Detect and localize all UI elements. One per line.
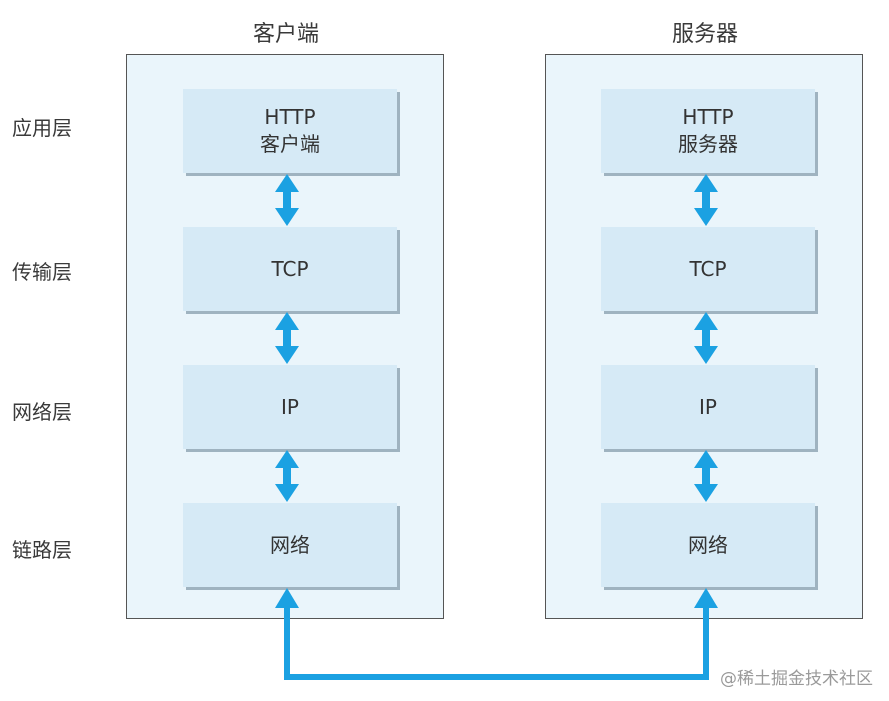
layer-label-link: 链路层 <box>12 538 72 562</box>
link-connection-arrowhead-server <box>694 588 718 608</box>
server-arrow-ip-link <box>694 450 718 502</box>
layer-label-transport: 传输层 <box>12 260 72 284</box>
server-http-label: HTTP <box>682 105 734 129</box>
layer-label-network: 网络层 <box>12 400 72 424</box>
link-connection-arrowhead-client <box>275 588 299 608</box>
server-ip-box: IP <box>601 365 815 449</box>
client-tcp-label: TCP <box>271 256 309 281</box>
server-ip-label: IP <box>699 394 717 419</box>
layer-label-application: 应用层 <box>12 116 72 140</box>
watermark: @稀土掘金技术社区 <box>718 664 875 689</box>
client-tcp-box: TCP <box>183 227 397 311</box>
server-arrow-http-tcp <box>694 174 718 226</box>
client-arrow-http-tcp <box>275 174 299 226</box>
client-ip-label: IP <box>281 394 299 419</box>
link-connection-line <box>284 606 709 680</box>
server-http-sublabel: 服务器 <box>678 132 738 156</box>
server-link-box: 网络 <box>601 503 815 587</box>
client-panel: HTTP 客户端 TCP IP 网络 <box>126 54 444 619</box>
client-ip-box: IP <box>183 365 397 449</box>
server-arrow-tcp-ip <box>694 312 718 364</box>
server-title: 服务器 <box>671 22 738 47</box>
client-http-sublabel: 客户端 <box>260 132 320 156</box>
client-title: 客户端 <box>252 22 319 47</box>
client-http-box: HTTP 客户端 <box>183 89 397 173</box>
client-arrow-ip-link <box>275 450 299 502</box>
server-http-box: HTTP 服务器 <box>601 89 815 173</box>
server-link-label: 网络 <box>688 532 728 557</box>
server-tcp-box: TCP <box>601 227 815 311</box>
server-tcp-label: TCP <box>689 256 727 281</box>
client-link-box: 网络 <box>183 503 397 587</box>
client-arrow-tcp-ip <box>275 312 299 364</box>
client-http-label: HTTP <box>264 105 316 129</box>
client-link-label: 网络 <box>270 532 310 557</box>
